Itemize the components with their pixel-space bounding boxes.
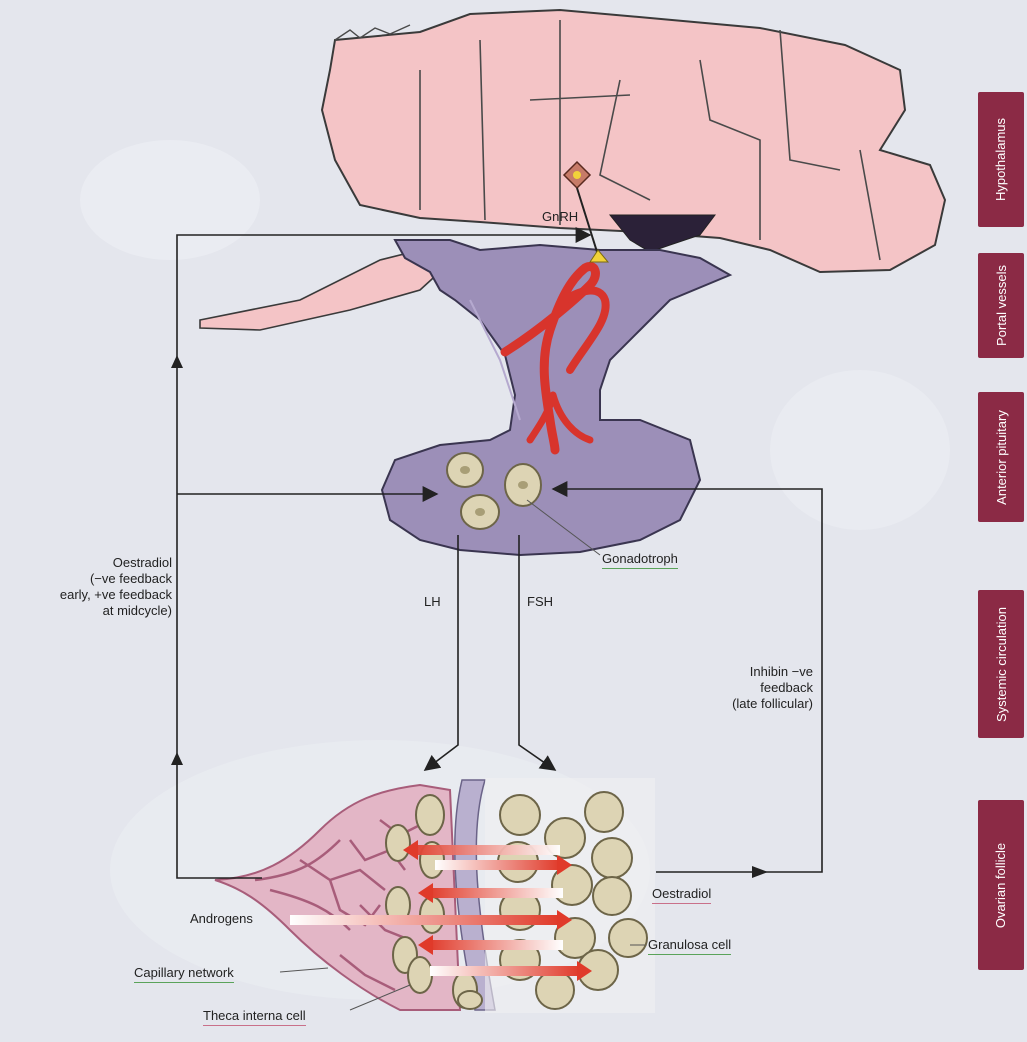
tab-ovarian-follicle: Ovarian follicle (978, 800, 1024, 970)
androgens-label: Androgens (190, 911, 253, 927)
fsh-label: FSH (527, 594, 553, 610)
oestradiol-feedback-label: Oestradiol (−ve feedback early, +ve feed… (48, 555, 172, 619)
inhibin-feedback-label: Inhibin −ve feedback (late follicular) (695, 664, 813, 712)
tab-hypothalamus: Hypothalamus (978, 92, 1024, 227)
tab-portal-vessels: Portal vessels (978, 253, 1024, 358)
tab-systemic-circulation: Systemic circulation (978, 590, 1024, 738)
oestradiol-label: Oestradiol (652, 886, 711, 904)
capillary-network-label: Capillary network (134, 965, 234, 983)
tab-anterior-pituitary: Anterior pituitary (978, 392, 1024, 522)
gonadotroph-label: Gonadotroph (602, 551, 678, 569)
granulosa-cell-label: Granulosa cell (648, 937, 731, 955)
theca-interna-cell-label: Theca interna cell (203, 1008, 306, 1026)
gnrh-label: GnRH (542, 209, 578, 225)
lh-label: LH (424, 594, 441, 610)
